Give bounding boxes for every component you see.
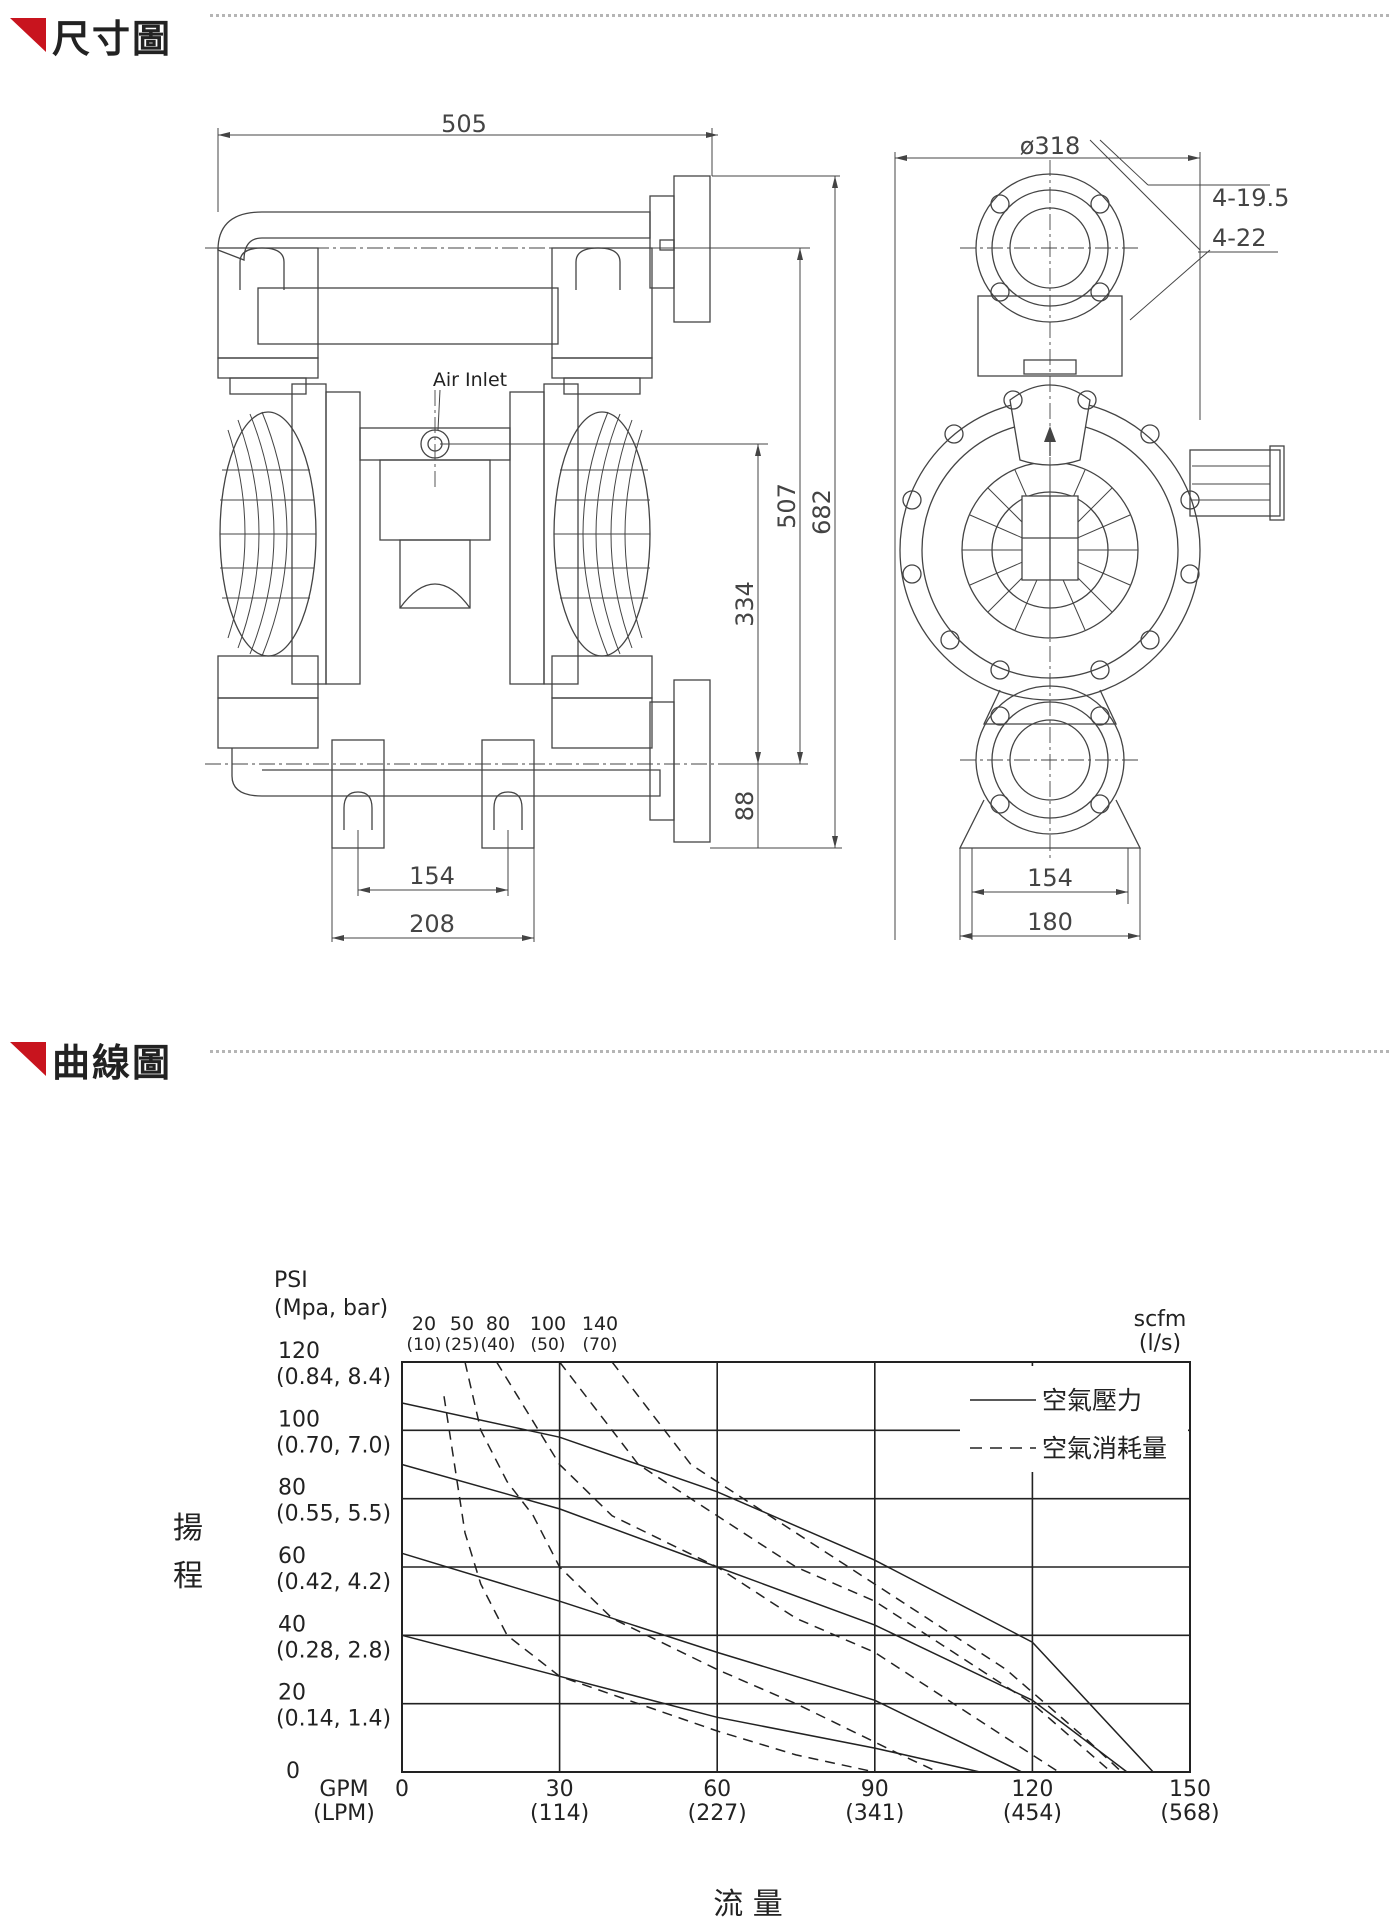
x-tick-label: 60 xyxy=(703,1777,731,1802)
air-consumption-curve xyxy=(464,1361,939,1773)
dimension-drawing: 505 154 208 154 180 ø318 4-19.5 4-22 682… xyxy=(205,110,1289,942)
x-axis-title: GPM xyxy=(319,1777,368,1802)
y-axis-title: PSI xyxy=(274,1268,308,1293)
air-pressure-curve xyxy=(401,1552,1023,1773)
dim-flange-diameter: ø318 xyxy=(1020,132,1081,160)
dim-width-overall: 505 xyxy=(441,110,487,138)
dim-height-inlet-center: 334 xyxy=(731,581,759,627)
dim-foot-width: 208 xyxy=(409,910,455,938)
scfm-axis-title: scfm xyxy=(1134,1307,1187,1332)
x-tick-label: (227) xyxy=(688,1801,747,1826)
x-axis-label: 流 量 xyxy=(713,1887,783,1922)
scfm-tick-label: 100 xyxy=(530,1313,566,1335)
air-pressure-curve xyxy=(401,1402,1154,1773)
x-axis-title: (LPM) xyxy=(313,1801,375,1826)
x-tick-label: (454) xyxy=(1003,1801,1062,1826)
dim-side-foot-spacing: 154 xyxy=(1027,864,1073,892)
y-tick-label: (0.42, 4.2) xyxy=(276,1570,391,1595)
y-tick-label: (0.14, 1.4) xyxy=(276,1707,391,1732)
y-tick-label: (0.84, 8.4) xyxy=(276,1365,391,1390)
dim-bolt-holes-b: 4-22 xyxy=(1212,224,1266,252)
scfm-tick-label: 140 xyxy=(582,1313,618,1335)
divider xyxy=(210,14,1389,17)
x-tick-label: 30 xyxy=(546,1777,574,1802)
scfm-tick-label: (70) xyxy=(583,1335,618,1355)
red-triangle-icon xyxy=(10,18,46,52)
scfm-tick-label: (40) xyxy=(481,1335,516,1355)
air-consumption-curve xyxy=(559,1361,1112,1773)
air-consumption-curve xyxy=(443,1396,875,1773)
x-tick-label: (341) xyxy=(845,1801,904,1826)
dim-foot-spacing: 154 xyxy=(409,862,455,890)
legend-label: 空氣消耗量 xyxy=(1042,1434,1167,1463)
x-tick-label: (114) xyxy=(530,1801,589,1826)
x-tick-label: 120 xyxy=(1011,1777,1053,1802)
section-title: 尺寸圖 xyxy=(52,16,173,61)
dim-height-overall: 682 xyxy=(808,489,836,535)
x-tick-label: 90 xyxy=(861,1777,889,1802)
dim-base-height: 88 xyxy=(731,791,759,822)
scfm-tick-label: 50 xyxy=(450,1313,474,1335)
dimension-arrowheads xyxy=(895,155,1200,939)
scfm-tick-label: 20 xyxy=(412,1313,436,1335)
y-tick-label: 20 xyxy=(278,1681,306,1706)
y-tick-label: 40 xyxy=(278,1612,306,1637)
y-tick-label: 120 xyxy=(278,1339,320,1364)
dim-bolt-holes-a: 4-19.5 xyxy=(1212,184,1289,212)
chart-series xyxy=(401,1361,1154,1773)
y-tick-label: (0.28, 2.8) xyxy=(276,1638,391,1663)
side-view xyxy=(894,139,1285,940)
scfm-tick-label: (50) xyxy=(531,1335,566,1355)
y-tick-label: (0.55, 5.5) xyxy=(276,1502,391,1527)
dim-side-foot-width: 180 xyxy=(1027,908,1073,936)
legend-box xyxy=(960,1366,1188,1472)
y-axis-label: 程 xyxy=(173,1559,203,1594)
front-view xyxy=(205,128,842,942)
y-tick-label: (0.70, 7.0) xyxy=(276,1433,391,1458)
y-tick-label: 80 xyxy=(278,1476,306,1501)
scfm-tick-label: (10) xyxy=(407,1335,442,1355)
y-tick-label: 100 xyxy=(278,1407,320,1432)
air-inlet-label: Air Inlet xyxy=(433,369,507,391)
y-tick-label: 60 xyxy=(278,1544,306,1569)
scfm-tick-label: (25) xyxy=(445,1335,480,1355)
section-header-curve: 曲線圖 xyxy=(10,1036,172,1085)
air-consumption-curve xyxy=(495,1361,1060,1773)
scfm-tick-label: 80 xyxy=(486,1313,510,1335)
dimension-arrowheads xyxy=(218,132,838,941)
x-tick-label: 0 xyxy=(395,1777,409,1802)
x-tick-label: 150 xyxy=(1169,1777,1211,1802)
red-triangle-icon xyxy=(10,1042,46,1076)
air-pressure-curve xyxy=(401,1634,981,1773)
y-tick-label: 0 xyxy=(286,1759,300,1784)
dim-height-outlet: 507 xyxy=(773,483,801,529)
air-pressure-curve xyxy=(401,1463,1128,1773)
scfm-axis-title: (l/s) xyxy=(1139,1331,1181,1356)
y-axis-title: (Mpa, bar) xyxy=(274,1296,388,1321)
chart-grid xyxy=(401,1361,1191,1773)
air-consumption-curve xyxy=(611,1361,1123,1773)
section-title: 曲線圖 xyxy=(52,1040,173,1085)
x-tick-label: (568) xyxy=(1160,1801,1219,1826)
bolt-icons xyxy=(902,390,1200,680)
legend-label: 空氣壓力 xyxy=(1042,1386,1142,1415)
divider xyxy=(210,1050,1389,1053)
section-header-dimensions: 尺寸圖 xyxy=(10,12,172,61)
y-axis-label: 揚 xyxy=(173,1511,203,1546)
